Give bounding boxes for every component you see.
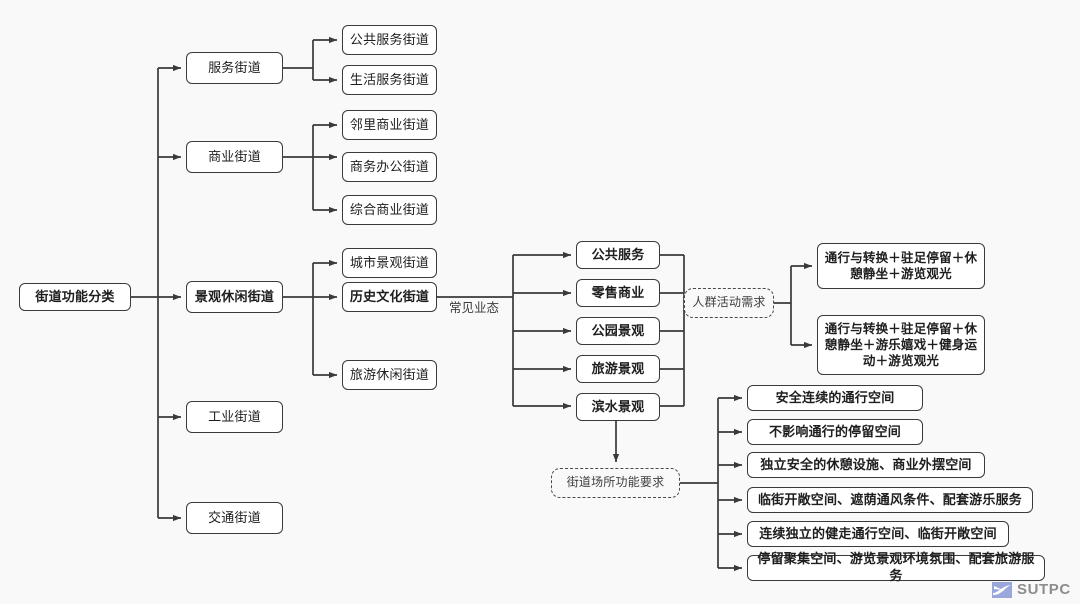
subcategory-tourism-leisure-street[interactable]: 旅游休闲街道 xyxy=(342,360,437,390)
requirement-label: 连续独立的健走通行空间、临街开敞空间 xyxy=(759,525,997,541)
format-tourism-landscape[interactable]: 旅游景观 xyxy=(576,355,660,383)
connector-label-text: 常见业态 xyxy=(449,301,500,315)
subcategory-comprehensive-commercial-street[interactable]: 综合商业街道 xyxy=(342,195,437,225)
format-label: 滨水景观 xyxy=(591,398,645,414)
sutpc-logo-text: SUTPC xyxy=(1017,581,1071,598)
requirement-2[interactable]: 不影响通行的停留空间 xyxy=(747,419,923,445)
category-industrial[interactable]: 工业街道 xyxy=(186,401,283,433)
subcategory-living-service-street[interactable]: 生活服务街道 xyxy=(342,65,437,95)
category-transport-label: 交通街道 xyxy=(208,509,261,525)
subcategory-neighborhood-commercial-street[interactable]: 邻里商业街道 xyxy=(342,110,437,140)
category-service[interactable]: 服务街道 xyxy=(186,52,283,84)
crowd-demand-label: 人群活动需求 xyxy=(692,295,766,310)
requirement-label: 安全连续的通行空间 xyxy=(775,389,895,405)
format-waterfront-landscape[interactable]: 滨水景观 xyxy=(576,393,660,421)
category-industrial-label: 工业街道 xyxy=(208,408,261,424)
category-landscape[interactable]: 景观休闲街道 xyxy=(186,281,283,313)
crowd-demand-node[interactable]: 人群活动需求 xyxy=(684,288,774,318)
requirement-label: 停留聚集空间、游览景观环境氛围、配套旅游服务 xyxy=(757,551,1035,583)
requirement-label: 不影响通行的停留空间 xyxy=(768,423,901,439)
connector-label-common-formats: 常见业态 xyxy=(449,297,499,316)
format-park-landscape[interactable]: 公园景观 xyxy=(576,317,660,345)
category-commercial-label: 商业街道 xyxy=(208,148,261,164)
subcategory-business-office-street[interactable]: 商务办公街道 xyxy=(342,152,437,182)
requirement-1[interactable]: 安全连续的通行空间 xyxy=(747,385,923,411)
root-node-label: 街道功能分类 xyxy=(35,288,115,304)
requirement-5[interactable]: 连续独立的健走通行空间、临街开敞空间 xyxy=(747,521,1009,547)
subcategory-label: 公共服务街道 xyxy=(349,31,430,47)
subcategory-label: 旅游休闲街道 xyxy=(349,366,430,382)
place-requirement-label: 街道场所功能要求 xyxy=(566,475,665,490)
requirement-4[interactable]: 临街开敞空间、遮荫通风条件、配套游乐服务 xyxy=(747,487,1033,513)
requirement-3[interactable]: 独立安全的休憩设施、商业外摆空间 xyxy=(747,452,985,478)
subcategory-historic-cultural-street[interactable]: 历史文化街道 xyxy=(342,282,437,312)
watermark-logo: SUTPC xyxy=(992,581,1071,598)
subcategory-label: 生活服务街道 xyxy=(349,71,430,87)
subcategory-public-service-street[interactable]: 公共服务街道 xyxy=(342,25,437,55)
format-retail-commerce[interactable]: 零售商业 xyxy=(576,279,660,307)
category-landscape-label: 景观休闲街道 xyxy=(194,288,275,304)
demand-outcome-1[interactable]: 通行与转换＋驻足停留＋休憩静坐＋游览观光 xyxy=(817,243,985,289)
demand-outcome-2[interactable]: 通行与转换＋驻足停留＋休憩静坐＋游乐嬉戏＋健身运动＋游览观光 xyxy=(817,315,985,375)
subcategory-label: 邻里商业街道 xyxy=(349,116,430,132)
requirement-label: 独立安全的休憩设施、商业外摆空间 xyxy=(760,456,972,472)
demand-outcome-label: 通行与转换＋驻足停留＋休憩静坐＋游乐嬉戏＋健身运动＋游览观光 xyxy=(824,322,978,368)
format-label: 公园景观 xyxy=(591,322,645,338)
format-public-service[interactable]: 公共服务 xyxy=(576,241,660,269)
requirement-label: 临街开敞空间、遮荫通风条件、配套游乐服务 xyxy=(757,491,1022,507)
subcategory-label: 商务办公街道 xyxy=(349,158,430,174)
category-service-label: 服务街道 xyxy=(208,59,261,75)
category-commercial[interactable]: 商业街道 xyxy=(186,141,283,173)
subcategory-label: 综合商业街道 xyxy=(349,201,430,217)
demand-outcome-label: 通行与转换＋驻足停留＋休憩静坐＋游览观光 xyxy=(824,251,978,281)
place-requirement-node[interactable]: 街道场所功能要求 xyxy=(551,468,680,498)
format-label: 零售商业 xyxy=(591,284,645,300)
root-node[interactable]: 街道功能分类 xyxy=(19,283,131,311)
subcategory-label: 历史文化街道 xyxy=(349,288,430,304)
format-label: 公共服务 xyxy=(591,246,645,262)
format-label: 旅游景观 xyxy=(591,360,645,376)
subcategory-urban-landscape-street[interactable]: 城市景观街道 xyxy=(342,248,437,278)
subcategory-label: 城市景观街道 xyxy=(349,254,430,270)
requirement-6[interactable]: 停留聚集空间、游览景观环境氛围、配套旅游服务 xyxy=(747,551,1045,583)
category-transport[interactable]: 交通街道 xyxy=(186,502,283,534)
sutpc-logo-icon xyxy=(992,581,1012,598)
